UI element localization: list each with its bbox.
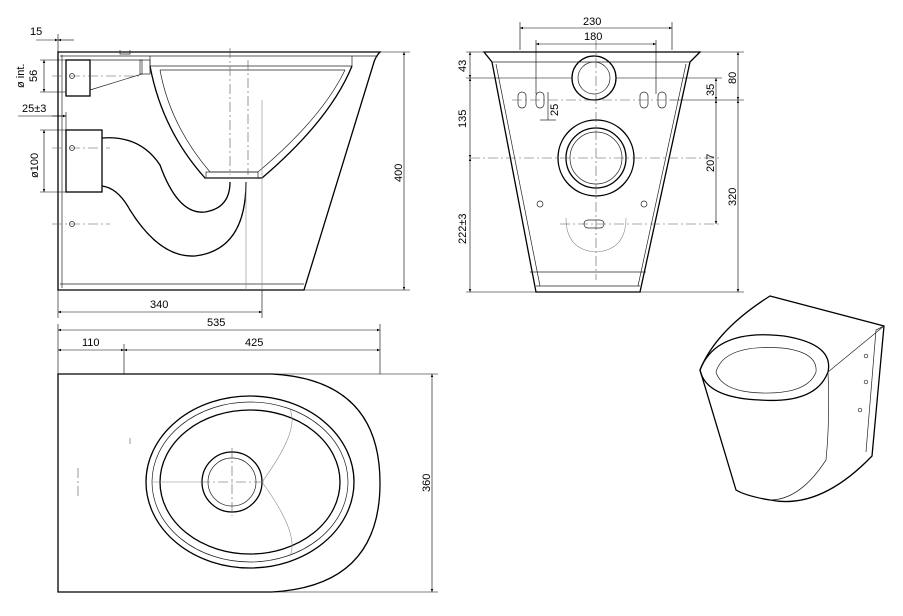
rear-inlet	[571, 55, 617, 101]
rear-outline	[482, 51, 702, 293]
dim-25: 25	[549, 104, 561, 116]
side-inlet	[65, 59, 91, 97]
dim-135: 135	[457, 110, 469, 128]
plan-outline	[57, 373, 381, 593]
dim-400: 400	[393, 164, 405, 182]
dim-340: 340	[150, 299, 168, 311]
side-body-outline	[57, 51, 382, 291]
dim-56: 56	[28, 70, 40, 82]
dim-207: 207	[705, 154, 717, 172]
side-outlet	[65, 129, 103, 193]
dim-230: 230	[583, 16, 601, 28]
dim-80: 80	[727, 72, 739, 84]
iso-body	[699, 295, 885, 503]
dim-inlet-label: ø int.	[15, 64, 27, 88]
dim-320: 320	[727, 188, 739, 206]
dim-110: 110	[82, 337, 100, 349]
dim-15: 15	[30, 26, 42, 38]
dim-35: 35	[705, 84, 717, 96]
dim-222-3: 222±3	[457, 213, 469, 244]
plan-rim	[145, 395, 355, 569]
dim-535: 535	[207, 317, 225, 329]
plan-view: 535 110 425 360	[57, 317, 438, 593]
side-bowl	[149, 65, 353, 179]
isometric-view	[699, 295, 885, 503]
rear-view: 230 180 43 135 222±3 80 35 25 207 320	[457, 16, 744, 293]
dim-d100: ø100	[29, 153, 41, 178]
dim-25-3: 25±3	[22, 103, 46, 115]
dim-43: 43	[457, 60, 469, 72]
side-view: 15 ø int. 56 25±3 ø100 400 340	[15, 26, 410, 318]
dim-425: 425	[245, 337, 263, 349]
dim-360: 360	[421, 474, 433, 492]
dim-180: 180	[584, 31, 602, 43]
